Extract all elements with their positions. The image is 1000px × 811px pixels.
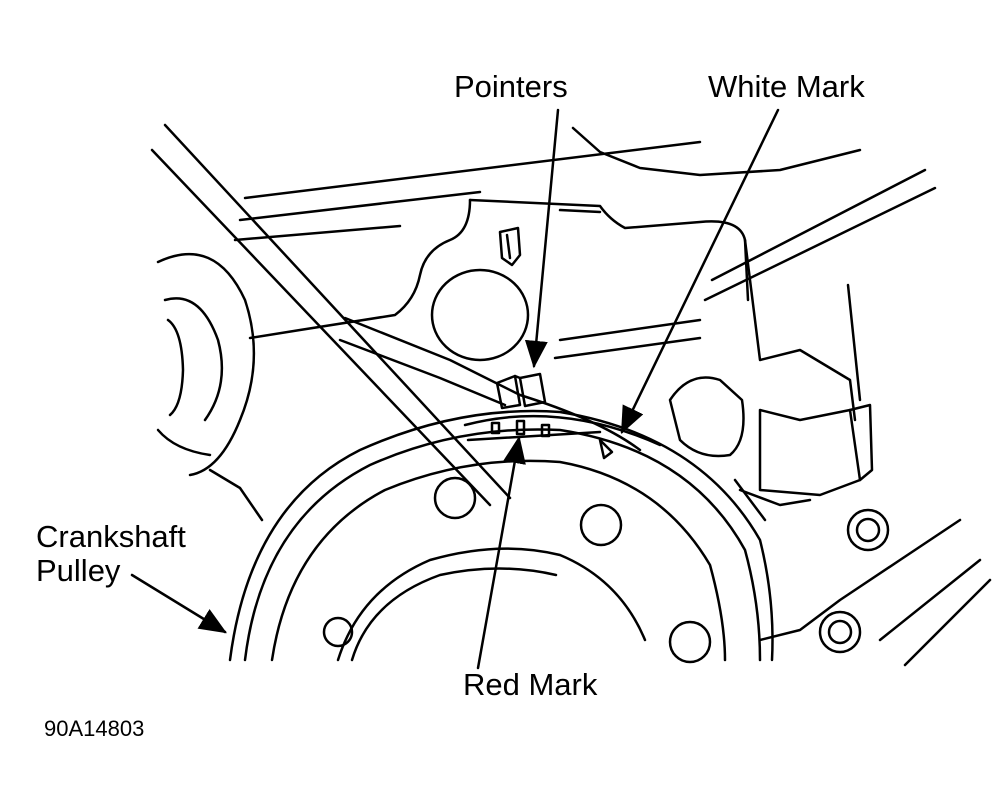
pointers-label: Pointers — [454, 69, 568, 104]
leader-arrows — [130, 108, 780, 670]
upper-pointer-tab — [498, 226, 522, 267]
crankshaft-pulley — [228, 409, 774, 662]
upper-bolt-hole — [430, 268, 530, 362]
crankshaft-pulley-leader-arrow — [130, 573, 227, 634]
red-mark-label: Red Mark — [463, 667, 598, 702]
timing-cover-outline — [233, 126, 862, 360]
white-mark-leader-arrow — [620, 108, 780, 435]
crankshaft-pulley-label-line2: Pulley — [36, 553, 121, 588]
crankshaft-pulley-label: Crankshaft Pulley — [36, 520, 186, 588]
tensioner-bolts — [818, 508, 890, 654]
figure-reference-number: 90A14803 — [44, 716, 145, 741]
crankshaft-pulley-label-line1: Crankshaft — [36, 519, 186, 554]
white-mark-label: White Mark — [708, 69, 865, 104]
pulley-bolt-holes — [322, 476, 712, 664]
pulley-timing-marks — [490, 419, 614, 460]
pointers-part — [495, 372, 547, 410]
idler-pulley — [156, 252, 264, 522]
red-mark-leader-arrow — [476, 435, 526, 670]
pointers-leader-arrow — [524, 108, 560, 369]
right-bracket — [668, 168, 992, 667]
